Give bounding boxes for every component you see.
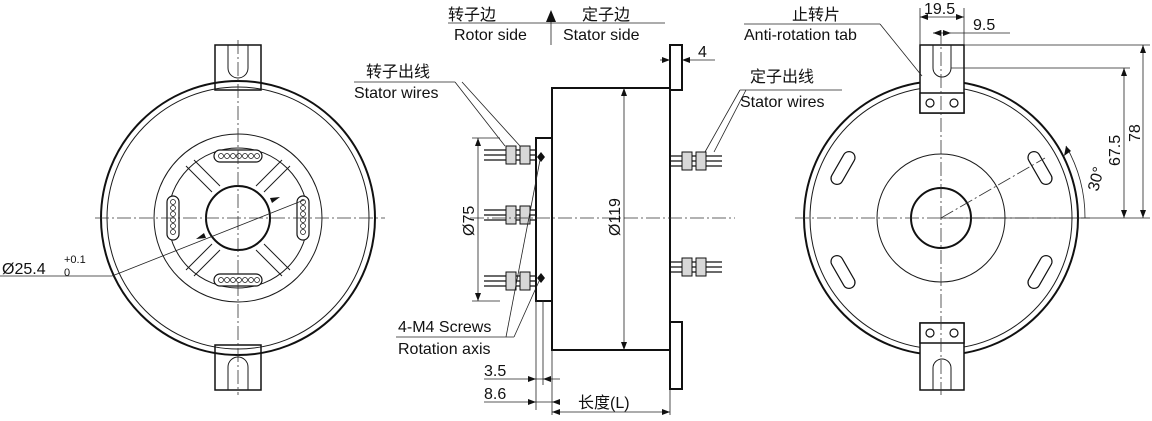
stator-wire-exits — [830, 151, 1053, 289]
bore-tolerance-upper: +0.1 — [64, 254, 86, 266]
length-dim: 长度(L) — [578, 394, 630, 412]
anti-rotation-tab-bottom — [919, 322, 965, 391]
height-67-5-dim: 67.5 — [1107, 135, 1124, 166]
height-78-dim: 78 — [1127, 124, 1144, 142]
rear-view-stator: 30° 19.5 9.5 止转片 Anti-rotation tab 78 67… — [744, 1, 1150, 395]
bore-dimension: Ø25.4 — [2, 261, 46, 278]
tab-label: Anti-rotation tab — [744, 27, 857, 44]
diameter-75-dim: Ø75 — [461, 206, 478, 236]
rotor-side-label: Rotor side — [454, 27, 527, 44]
side-view: 转子边 定子边 Rotor side Stator side 转子出线 Stat… — [354, 6, 842, 415]
stator-wires-label: Stator wires — [740, 94, 824, 111]
dim-8-6: 8.6 — [484, 386, 506, 403]
front-view-rotor: Ø25.4 +0.1 0 — [0, 40, 385, 395]
tab-width-dim: 19.5 — [924, 1, 955, 18]
tab-slot-dim: 9.5 — [973, 17, 995, 34]
screws-label: 4-M4 Screws — [398, 319, 491, 336]
anti-rotation-tab-top — [919, 44, 965, 114]
flange-thickness-dim: 4 — [698, 44, 707, 61]
stator-wire-bundles — [670, 151, 722, 277]
stator-wires-cn: 定子出线 — [750, 68, 814, 86]
dim-3-5: 3.5 — [484, 363, 506, 380]
rotor-wire-bundles — [484, 145, 536, 291]
stator-side-cn: 定子边 — [582, 6, 630, 24]
diameter-119-dim: Ø119 — [607, 198, 624, 236]
stator-tab-top — [669, 44, 683, 91]
stator-side-label: Stator side — [563, 27, 640, 44]
rotor-cross-spokes — [185, 159, 291, 277]
rotor-wire-exits — [166, 149, 310, 287]
angle-dim: 30° — [1085, 165, 1108, 193]
rotor-wires-label: Stator wires — [354, 85, 438, 102]
bore-tolerance-lower: 0 — [64, 267, 70, 279]
stator-tab-bottom — [669, 321, 683, 390]
tab-cn: 止转片 — [792, 6, 840, 24]
m4-screws — [537, 152, 545, 283]
rotor-side-cn: 转子边 — [448, 6, 496, 24]
rotor-wires-cn: 转子出线 — [366, 63, 430, 81]
rotation-axis-label: Rotation axis — [398, 341, 491, 358]
